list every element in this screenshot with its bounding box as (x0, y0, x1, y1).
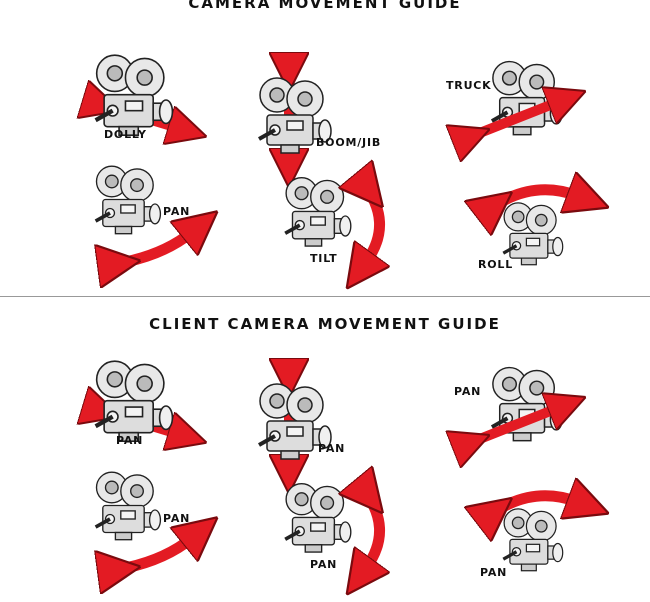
pan-arrow-icon (108, 232, 192, 265)
roll-illustration (486, 496, 578, 573)
camera-icon (501, 506, 565, 573)
pan-illustration (96, 472, 192, 571)
label-pan-6: PAN (480, 566, 508, 579)
label-boom-jib: BOOM/JIB (316, 136, 382, 149)
section-divider (0, 296, 650, 297)
camera-icon (501, 200, 565, 267)
tilt-illustration (283, 481, 380, 568)
movement-illustrations (0, 0, 650, 296)
camera-movement-guide: DOLLY BOOM/JIB TRUCK PAN TILT ROLL (0, 0, 650, 296)
label-roll: ROLL (478, 258, 514, 271)
label-pan: PAN (163, 205, 191, 218)
camera-icon (96, 472, 161, 540)
label-pan-5: PAN (310, 558, 338, 571)
pan-arrow-icon (108, 538, 192, 571)
roll-arrow-icon (486, 496, 578, 518)
movement-illustrations (0, 306, 650, 602)
truck-illustration (462, 368, 562, 446)
truck-arrow-icon (462, 408, 558, 446)
label-pan-2: PAN (318, 442, 346, 455)
client-guide-title: CLIENT CAMERA MOVEMENT GUIDE (149, 315, 501, 333)
pan-illustration (96, 166, 192, 265)
roll-arrow-icon (486, 190, 578, 212)
tilt-illustration (283, 175, 380, 262)
label-pan-1: PAN (116, 434, 144, 447)
camera-icon (283, 481, 353, 554)
truck-arrow-icon (462, 102, 558, 140)
dolly-illustration (92, 361, 178, 441)
label-dolly: DOLLY (104, 128, 147, 141)
client-camera-movement-guide: PAN PAN PAN PAN PAN PAN (0, 306, 650, 602)
boom-illustration (259, 368, 331, 464)
tilt-arrow-icon (362, 182, 380, 262)
tilt-arrow-icon (362, 488, 380, 568)
roll-illustration (486, 190, 578, 267)
label-tilt: TILT (310, 252, 338, 265)
truck-illustration (462, 62, 562, 140)
label-truck: TRUCK (446, 79, 492, 92)
camera-icon (283, 175, 353, 248)
dolly-illustration (92, 55, 178, 135)
boom-illustration (259, 62, 331, 158)
guide-title: CAMERA MOVEMENT GUIDE (188, 0, 462, 12)
camera-icon (96, 166, 161, 234)
label-pan-4: PAN (163, 512, 191, 525)
label-pan-3: PAN (454, 385, 482, 398)
